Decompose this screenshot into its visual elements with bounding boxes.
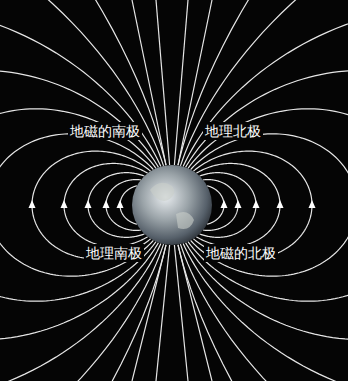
arrowhead — [277, 200, 284, 208]
arrowhead — [309, 200, 316, 208]
arrowhead — [253, 200, 260, 208]
arrowhead — [221, 200, 228, 208]
field-line — [132, 0, 166, 165]
pole-label: 地磁的南极 — [68, 122, 142, 140]
arrowhead — [117, 200, 124, 208]
field-line — [174, 245, 188, 381]
pole-label: 地理北极 — [203, 122, 263, 140]
pole-label: 地理南极 — [84, 244, 144, 262]
field-line — [174, 0, 188, 165]
field-line — [156, 0, 170, 165]
arrowhead — [235, 200, 242, 208]
earth — [132, 165, 212, 245]
field-line — [156, 245, 170, 381]
arrowhead — [103, 200, 110, 208]
arrowhead — [85, 200, 92, 208]
field-line — [191, 134, 348, 276]
pole-label: 地磁的北极 — [204, 244, 278, 262]
field-line — [178, 245, 212, 381]
field-line — [0, 134, 153, 276]
field-line — [178, 0, 212, 165]
arrowhead — [29, 200, 36, 208]
arrowhead — [61, 200, 68, 208]
field-line — [132, 245, 166, 381]
earth-land — [150, 183, 194, 229]
